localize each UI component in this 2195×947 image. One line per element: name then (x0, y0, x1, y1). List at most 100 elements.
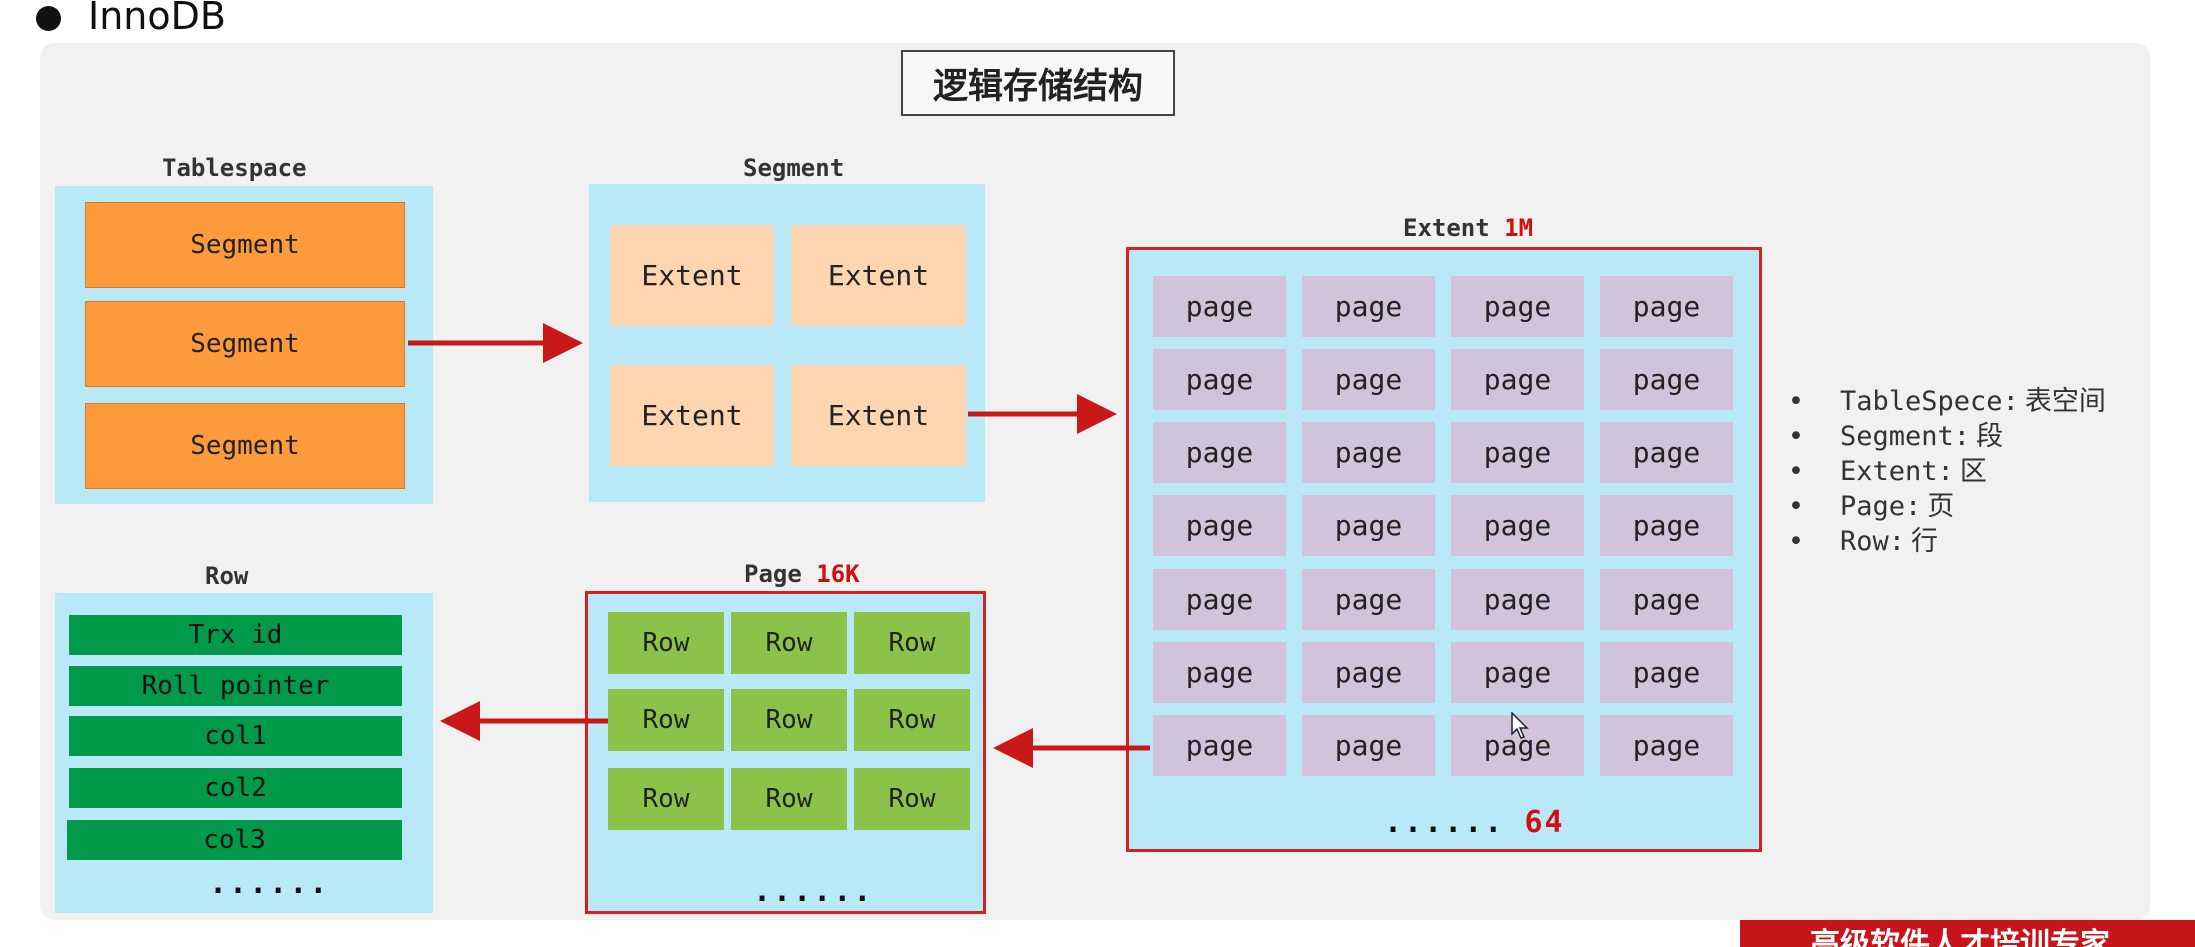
extent-page-cell: page (1153, 715, 1286, 776)
extent-page-cell: page (1600, 495, 1733, 556)
legend-item: • Row:行 (1788, 524, 2106, 559)
extent-page-cell: page (1302, 349, 1435, 410)
page-label-text: Page (744, 560, 802, 588)
legend-item: • Page:页 (1788, 489, 2106, 524)
page-row-cell: Row (731, 612, 847, 674)
legend-bullet: • (1788, 526, 1804, 557)
extent-page-cell: page (1153, 349, 1286, 410)
legend-term: Page (1840, 491, 1906, 522)
extent-label-text: Extent (1403, 214, 1490, 242)
legend-chinese: 行 (1911, 526, 1939, 557)
segment-extent-4: Extent (791, 365, 966, 466)
legend-separator: : (1905, 491, 1922, 522)
extent-page-cell: page (1302, 276, 1435, 337)
legend-term: TableSpece (1840, 386, 2003, 417)
page-heading: InnoDB (88, 0, 226, 38)
diagram-title: 逻辑存储结构 (901, 50, 1175, 116)
segment-box: Extent Extent Extent Extent (589, 184, 985, 502)
extent-label: Extent 1M (1403, 214, 1533, 242)
segment-label: Segment (743, 154, 845, 182)
extent-page-cell: page (1302, 642, 1435, 703)
page-size: 16K (816, 560, 860, 588)
legend-item: • Segment:段 (1788, 419, 2106, 454)
row-label: Row (205, 562, 249, 590)
legend-item: • Extent:区 (1788, 454, 2106, 489)
page-row-cell: Row (608, 689, 724, 751)
extent-page-cell: page (1451, 422, 1584, 483)
legend-separator: : (2002, 386, 2019, 417)
row-box: Trx id Roll pointer col1 col2 col3 .....… (55, 593, 433, 913)
extent-page-cell: page (1600, 276, 1733, 337)
extent-page-cell: page (1600, 349, 1733, 410)
footer-banner-text: 高级软件人才培训专家 (1810, 927, 2110, 947)
legend-term: Segment (1840, 421, 1954, 452)
extent-page-cell: page (1302, 422, 1435, 483)
extent-page-cell: page (1153, 276, 1286, 337)
extent-page-cell: page (1451, 569, 1584, 630)
legend-separator: : (1888, 526, 1906, 557)
extent-page-cell: page (1153, 569, 1286, 630)
legend-list: •TableSpece:表空间•Segment:段•Extent:区•Page:… (1788, 384, 2106, 559)
extent-page-count: 64 (1524, 805, 1565, 840)
legend-separator: : (1937, 456, 1954, 487)
extent-page-cell: page (1451, 276, 1584, 337)
legend-chinese: 表空间 (2024, 386, 2106, 417)
extent-dots: ...... (1384, 805, 1505, 840)
legend-separator: : (1953, 421, 1971, 452)
extent-page-cell: page (1153, 642, 1286, 703)
row-field-col3: col3 (67, 820, 402, 860)
extent-page-cell: page (1600, 715, 1733, 776)
tablespace-segment-2: Segment (85, 301, 405, 387)
page-label: Page 16K (744, 560, 860, 588)
legend-bullet: • (1788, 386, 1804, 417)
legend-bullet: • (1788, 491, 1804, 522)
tablespace-label: Tablespace (162, 154, 307, 182)
extent-page-cell: page (1600, 422, 1733, 483)
page-row-cell: Row (854, 689, 970, 751)
legend-term: Row (1840, 526, 1889, 557)
extent-page-cell: page (1302, 495, 1435, 556)
page-row-cell: Row (731, 768, 847, 830)
extent-page-cell: page (1600, 569, 1733, 630)
legend-item: • TableSpece:表空间 (1788, 384, 2106, 419)
extent-page-cell: page (1153, 422, 1286, 483)
segment-extent-1: Extent (610, 225, 774, 326)
extent-page-cell: page (1302, 569, 1435, 630)
extent-page-cell: page (1451, 349, 1584, 410)
extent-page-cell: page (1451, 642, 1584, 703)
legend-chinese: 区 (1959, 456, 1987, 487)
legend-chinese: 段 (1976, 421, 2004, 452)
extent-ellipsis: ...... 64 (1384, 805, 1565, 840)
legend-bullet: • (1788, 421, 1804, 452)
legend: •TableSpece:表空间•Segment:段•Extent:区•Page:… (1788, 384, 2106, 559)
extent-size: 1M (1504, 214, 1534, 242)
extent-page-cell: page (1451, 495, 1584, 556)
row-field-col2: col2 (69, 768, 402, 808)
page-row-cell: Row (854, 768, 970, 830)
page-row-cell: Row (854, 612, 970, 674)
row-field-trx-id: Trx id (69, 615, 402, 655)
row-ellipsis: ...... (209, 866, 330, 901)
tablespace-segment-3: Segment (85, 403, 405, 489)
legend-bullet: • (1788, 456, 1804, 487)
segment-extent-3: Extent (610, 365, 774, 466)
mouse-cursor-icon (1511, 712, 1529, 739)
page-row-cell: Row (608, 612, 724, 674)
page-row-cell: Row (731, 689, 847, 751)
row-field-col1: col1 (69, 716, 402, 756)
page-row-cell: Row (608, 768, 724, 830)
extent-box: page page page page page page page page page page… (1126, 247, 1762, 852)
heading-bullet (36, 6, 61, 31)
footer-banner (1740, 920, 2195, 947)
legend-chinese: 页 (1927, 491, 1955, 522)
extent-page-cell: page (1600, 642, 1733, 703)
extent-page-cell: page (1153, 495, 1286, 556)
page-ellipsis: ...... (753, 874, 874, 909)
segment-extent-2: Extent (791, 225, 966, 326)
row-field-roll-pointer: Roll pointer (69, 666, 402, 706)
legend-term: Extent (1840, 456, 1938, 487)
extent-page-cell: page (1302, 715, 1435, 776)
tablespace-box: Segment Segment Segment (55, 186, 433, 504)
